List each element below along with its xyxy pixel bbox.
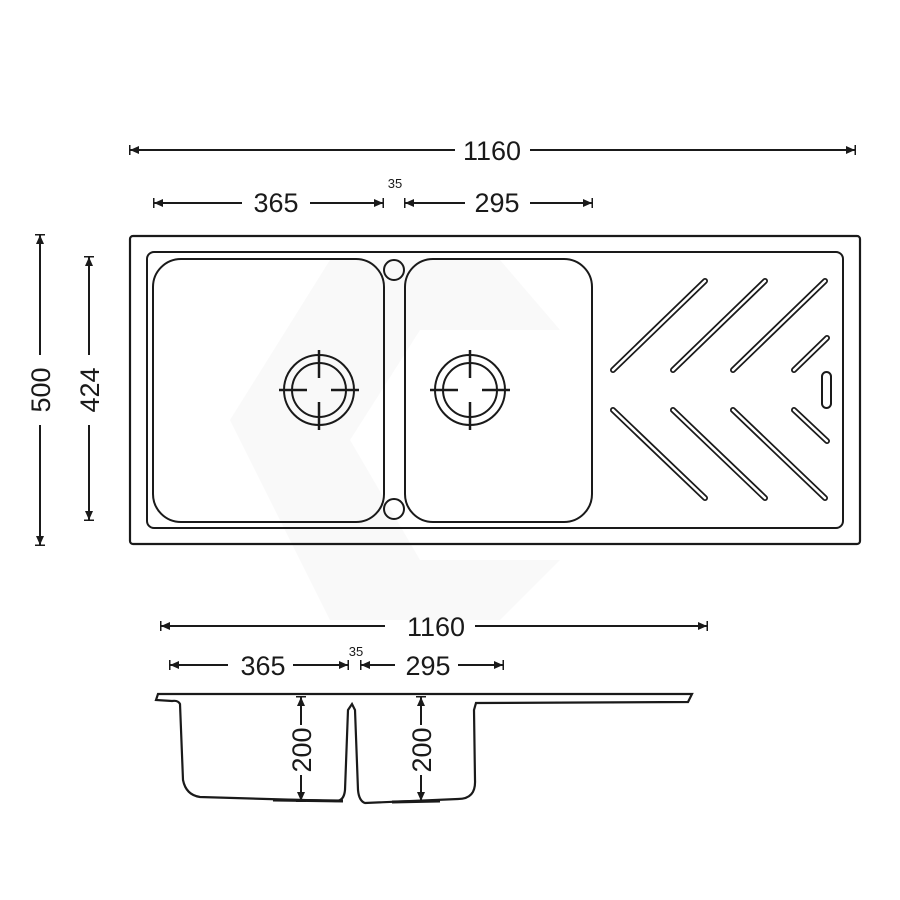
right-bowl-waste-icon: [430, 350, 510, 430]
left-bowl: [152, 258, 385, 523]
right-bowl: [404, 258, 593, 523]
dim-plan-bowl-depth: 424: [75, 257, 105, 520]
section-right-bowl-depth-label: 200: [407, 727, 437, 772]
sink-plan-view: [128, 234, 862, 546]
tap-hole-top: [383, 259, 405, 281]
section-right-bowl-width-label: 295: [405, 651, 450, 681]
plan-overall-depth-label: 500: [26, 367, 56, 412]
dim-section-overall-width: 1160: [161, 612, 707, 642]
dim-section-right-bowl-width: 295: [361, 651, 503, 681]
dim-section-left-bowl-depth: 200: [287, 697, 317, 801]
dim-plan-overall-width: 1160: [130, 136, 855, 166]
dim-section-right-bowl-depth: 200: [407, 697, 437, 801]
plan-overall-width-label: 1160: [463, 136, 521, 166]
sink-inner-rim: [146, 251, 844, 529]
sink-outer-edge: [128, 234, 862, 546]
overflow-slot: [821, 371, 832, 409]
plan-left-bowl-width-label: 365: [253, 188, 298, 218]
section-left-bowl-depth-label: 200: [287, 727, 317, 772]
section-overall-width-label: 1160: [407, 612, 465, 642]
left-bowl-waste-icon: [279, 350, 359, 430]
plan-bowl-depth-label: 424: [75, 367, 105, 412]
sink-section-view: 200 200: [154, 692, 694, 805]
dim-section-left-bowl-width: 365: [170, 651, 348, 681]
section-profile: [154, 692, 694, 805]
dim-plan-right-bowl-width: 295: [405, 188, 592, 218]
dim-plan-overall-depth: 500: [26, 235, 56, 545]
dim-plan-left-bowl-width: 365: [154, 188, 383, 218]
watermark-logo: [230, 260, 560, 620]
drainer-grooves: [610, 278, 830, 501]
section-left-bowl-width-label: 365: [240, 651, 285, 681]
plan-bowl-gap-label: 35: [388, 176, 402, 191]
plan-right-bowl-width-label: 295: [474, 188, 519, 218]
tap-hole-bottom: [383, 498, 405, 520]
section-bowl-gap-label: 35: [349, 644, 363, 659]
